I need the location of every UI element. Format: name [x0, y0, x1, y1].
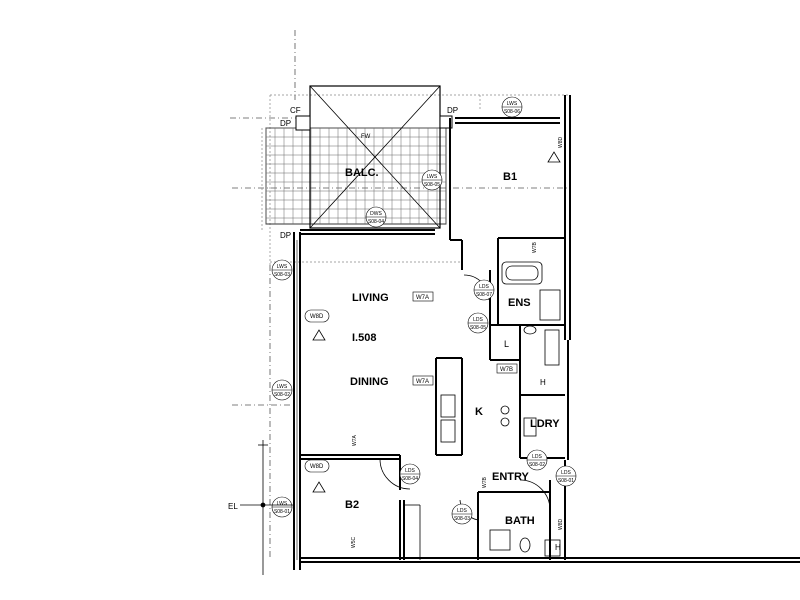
room-label-bed1: B1 [503, 171, 517, 183]
fixtures [379, 261, 561, 560]
room-label-bed2: B2 [345, 499, 359, 511]
room-label-balcony: BALC. [345, 167, 379, 179]
label-h-bath: H [555, 543, 561, 552]
section-tag-type: LDS [532, 454, 542, 460]
section-tag-ref: S08-03 [274, 272, 290, 278]
window-tags: W7A W7A W7B W8D W8D W7A W5C W7B W7B W8D … [304, 137, 564, 549]
section-tag-ref: S08-02 [529, 462, 545, 468]
unit-number: I.508 [352, 332, 376, 344]
section-tag-ref: S08-05 [470, 325, 486, 331]
section-tag-ref: S08-02 [274, 392, 290, 398]
section-tag-type: LDS [405, 468, 415, 474]
room-label-dining: DINING [350, 376, 389, 388]
window-tag-w7a-bed2: W7A [352, 435, 358, 447]
label-dp-top-right: DP [447, 106, 458, 115]
label-cf: CF [290, 106, 301, 115]
dimension-line [240, 440, 294, 575]
window-tag-w8d-bed2: W8D [310, 464, 324, 470]
section-tag-type: LWS [277, 501, 288, 507]
room-label-ensuite: ENS [508, 297, 531, 309]
label-el: EL [228, 502, 238, 511]
label-h-laundry: H [540, 378, 546, 387]
section-tag-ref: S08-05 [424, 182, 440, 188]
section-tag-type: DWS [370, 211, 382, 217]
window-tag-w8d-bath: W8D [558, 519, 564, 531]
section-tag-type: LDS [479, 284, 489, 290]
section-tag-type: LWS [277, 264, 288, 270]
window-tag-w7b-kitchen: W7B [500, 367, 513, 373]
room-label-kitchen: K [475, 406, 483, 418]
room-label-linen: L [504, 339, 509, 349]
markers [312, 151, 561, 493]
window-tag-w7a-dining: W7A [416, 379, 429, 385]
section-tag-ref: S08-03 [454, 516, 470, 522]
section-tag-type: LWS [427, 174, 438, 180]
label-dp-top-left: DP [280, 119, 291, 128]
section-tag-type: LWS [507, 101, 518, 107]
section-tag-type: LDS [561, 470, 571, 476]
section-tag-ref: S08-04 [402, 476, 418, 482]
section-tag-ref: S08-07 [476, 292, 492, 298]
room-label-bath: BATH [505, 515, 535, 527]
section-tag-ref: S08-01 [558, 478, 574, 484]
section-tag-type: LDS [457, 508, 467, 514]
label-fw: FW [361, 134, 371, 140]
section-tag-type: LDS [473, 317, 483, 323]
section-tag-ref: S08-04 [368, 219, 384, 225]
window-tag-w7a-living: W7A [416, 295, 429, 301]
label-dp-bottom-left: DP [280, 231, 291, 240]
window-tag-w8d-b1: W8D [558, 137, 564, 149]
boundary-dotted [261, 94, 570, 265]
window-tag-w7b-bed1: W7B [532, 242, 538, 254]
window-tag-w7b-entry: W7B [482, 477, 488, 489]
section-tag-type: LWS [277, 384, 288, 390]
section-tags: LWSS08-06LWSS08-05DWSS08-04LWSS08-03LWSS… [271, 96, 577, 525]
room-label-living: LIVING [352, 292, 389, 304]
room-label-entry: ENTRY [492, 471, 530, 483]
room-label-laundry: LDRY [530, 418, 560, 430]
window-tag-w5c-bed2: W5C [351, 537, 357, 549]
window-tag-w8d-living: W8D [310, 314, 324, 320]
windows [296, 122, 566, 560]
section-tag-ref: S08-01 [274, 509, 290, 515]
section-tag-ref: S08-06 [504, 109, 520, 115]
